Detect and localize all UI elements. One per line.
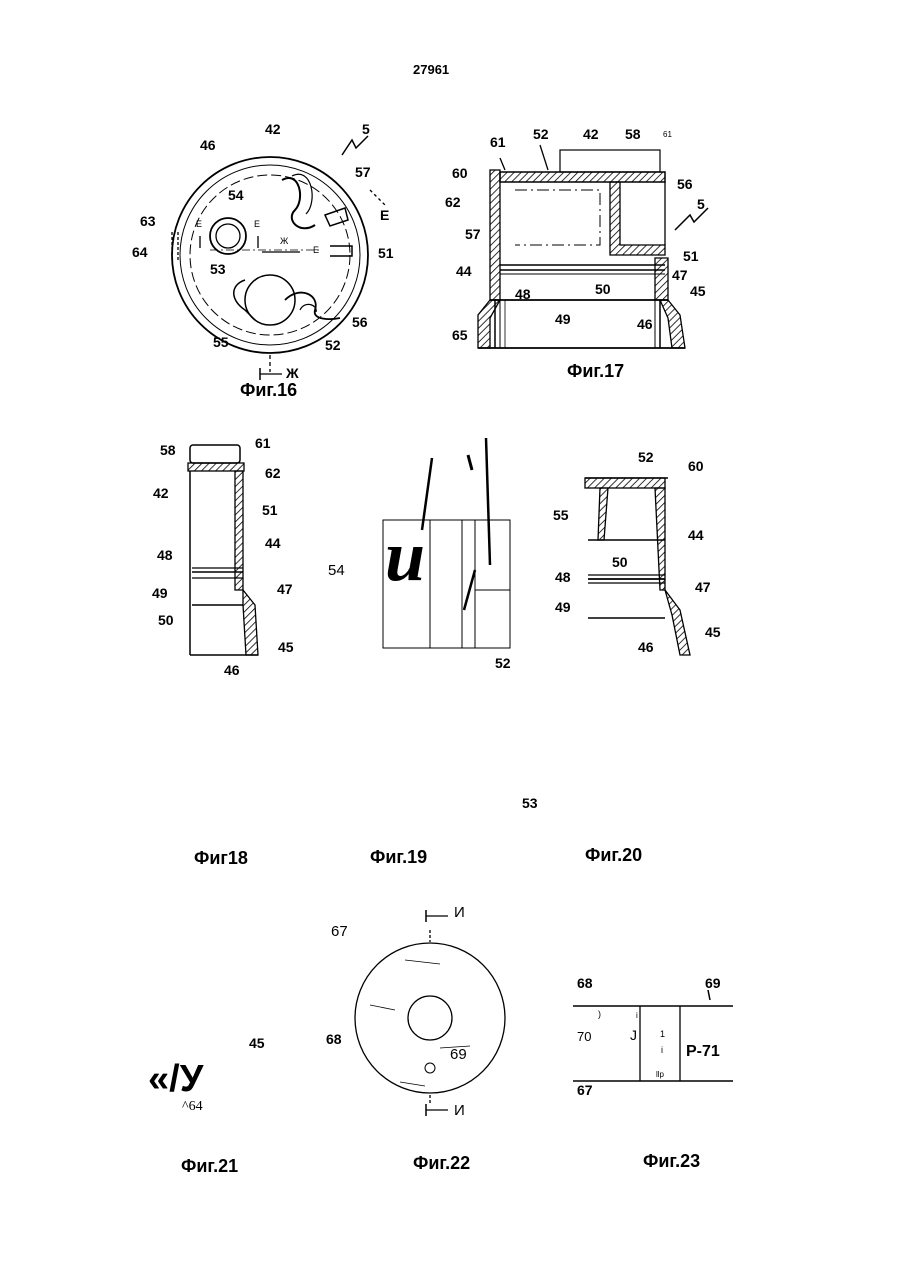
fig18-caption: Фиг18 xyxy=(194,849,248,867)
fig18-label-45: 45 xyxy=(278,640,294,654)
fig23-label-67: 67 xyxy=(577,1083,593,1097)
fig17-label-65: 65 xyxy=(452,328,468,342)
fig21-caption: Фиг.21 xyxy=(181,1157,238,1175)
fig19-label-54: 54 xyxy=(328,563,345,578)
fig18-label-58: 58 xyxy=(160,443,176,457)
fig19-glyph: u xyxy=(385,520,425,592)
fig20-label-55: 55 xyxy=(553,508,569,522)
fig22-caption: Фиг.22 xyxy=(413,1154,470,1172)
fig16-label-E3: E xyxy=(313,246,319,255)
fig18-label-47: 47 xyxy=(277,582,293,596)
fig20-label-49: 49 xyxy=(555,600,571,614)
fig16-label-46: 46 xyxy=(200,138,216,152)
fig16-label-64: 64 xyxy=(132,245,148,259)
fig17-label-50: 50 xyxy=(595,282,611,296)
fig17-label-56: 56 xyxy=(677,177,693,191)
fig16-label-54: 54 xyxy=(228,188,244,202)
fig22-label-I-top: И xyxy=(454,905,465,920)
fig21-label-64: ^64 xyxy=(182,1100,203,1114)
fig16-label-55: 55 xyxy=(213,335,229,349)
fig22-label-I-bottom: И xyxy=(454,1103,465,1118)
fig21-glyph: «/У xyxy=(148,1060,203,1098)
fig17-label-44: 44 xyxy=(456,264,472,278)
fig16-label-42: 42 xyxy=(265,122,281,136)
fig17-label-51: 51 xyxy=(683,249,699,263)
fig20-label-52: 52 xyxy=(638,450,654,464)
fig17-label-45: 45 xyxy=(690,284,706,298)
fig23-label-P71: P-71 xyxy=(686,1044,720,1060)
fig16-label-51: 51 xyxy=(378,246,394,260)
fig16-label-57: 57 xyxy=(355,165,371,179)
fig23-mark-1: 1 xyxy=(660,1030,665,1039)
fig18-drawing xyxy=(188,445,258,655)
fig16-label-52: 52 xyxy=(325,338,341,352)
fig18-label-49: 49 xyxy=(152,586,168,600)
fig17-label-49: 49 xyxy=(555,312,571,326)
fig22-label-67: 67 xyxy=(331,924,348,939)
fig19-caption: Фиг.19 xyxy=(370,848,427,866)
fig20-label-48: 48 xyxy=(555,570,571,584)
fig20-drawing xyxy=(585,478,690,655)
fig23-mark-i2: i xyxy=(636,1012,638,1020)
fig16-label-5: 5 xyxy=(362,122,370,136)
fig23-label-70: 70 xyxy=(577,1030,591,1043)
fig23-mark-llp: llp xyxy=(656,1071,664,1079)
fig23-label-68: 68 xyxy=(577,976,593,990)
fig18-label-48: 48 xyxy=(157,548,173,562)
fig21-label-45: 45 xyxy=(249,1036,265,1050)
fig16-label-56: 56 xyxy=(352,315,368,329)
fig17-label-61b: 61 xyxy=(663,131,672,139)
fig22-label-68: 68 xyxy=(326,1032,342,1046)
fig16-label-E2: E xyxy=(254,220,260,229)
fig23-caption: Фиг.23 xyxy=(643,1152,700,1170)
fig20-label-46: 46 xyxy=(638,640,654,654)
fig22-label-69: 69 xyxy=(450,1047,467,1062)
fig16-label-53: 53 xyxy=(210,262,226,276)
fig17-label-62: 62 xyxy=(445,195,461,209)
fig19-label-52: 52 xyxy=(495,656,511,670)
fig17-label-46: 46 xyxy=(637,317,653,331)
fig17-label-42: 42 xyxy=(583,127,599,141)
fig17-drawing xyxy=(478,145,708,348)
fig20-label-45: 45 xyxy=(705,625,721,639)
fig17-label-52: 52 xyxy=(533,127,549,141)
fig18-label-44: 44 xyxy=(265,536,281,550)
fig18-label-61: 61 xyxy=(255,436,271,450)
fig17-label-58: 58 xyxy=(625,127,641,141)
fig17-label-5: 5 xyxy=(697,197,705,211)
fig16-label-Zh: Ж xyxy=(280,237,288,246)
fig23-label-J: J xyxy=(630,1028,637,1042)
page-number: 27961 xyxy=(413,63,449,76)
fig17-label-61: 61 xyxy=(490,135,506,149)
fig18-label-42: 42 xyxy=(153,486,169,500)
fig23-label-69: 69 xyxy=(705,976,721,990)
fig20-label-50: 50 xyxy=(612,555,628,569)
fig16-drawing xyxy=(172,136,385,380)
fig16-label-E-right: E xyxy=(380,208,389,222)
fig23-drawing xyxy=(573,990,733,1081)
fig23-mark-i: i xyxy=(661,1046,663,1055)
fig18-label-50: 50 xyxy=(158,613,174,627)
fig20-caption: Фиг.20 xyxy=(585,846,642,864)
fig20-label-60: 60 xyxy=(688,459,704,473)
fig16-label-63: 63 xyxy=(140,214,156,228)
fig17-label-57: 57 xyxy=(465,227,481,241)
fig23-mark-paren: ) xyxy=(598,1010,601,1019)
fig16-label-E1: E xyxy=(196,220,202,229)
fig18-label-46: 46 xyxy=(224,663,240,677)
fig16-label-Zh-bottom: Ж xyxy=(286,366,299,380)
fig18-label-62: 62 xyxy=(265,466,281,480)
fig20-label-44: 44 xyxy=(688,528,704,542)
fig17-label-60: 60 xyxy=(452,166,468,180)
fig17-label-48: 48 xyxy=(515,287,531,301)
fig20-label-47: 47 xyxy=(695,580,711,594)
fig17-label-47: 47 xyxy=(672,268,688,282)
fig18-label-51: 51 xyxy=(262,503,278,517)
fig16-caption: Фиг.16 xyxy=(240,381,297,399)
fig22-drawing xyxy=(355,910,505,1116)
fig19-label-53: 53 xyxy=(522,796,538,810)
fig17-caption: Фиг.17 xyxy=(567,362,624,380)
